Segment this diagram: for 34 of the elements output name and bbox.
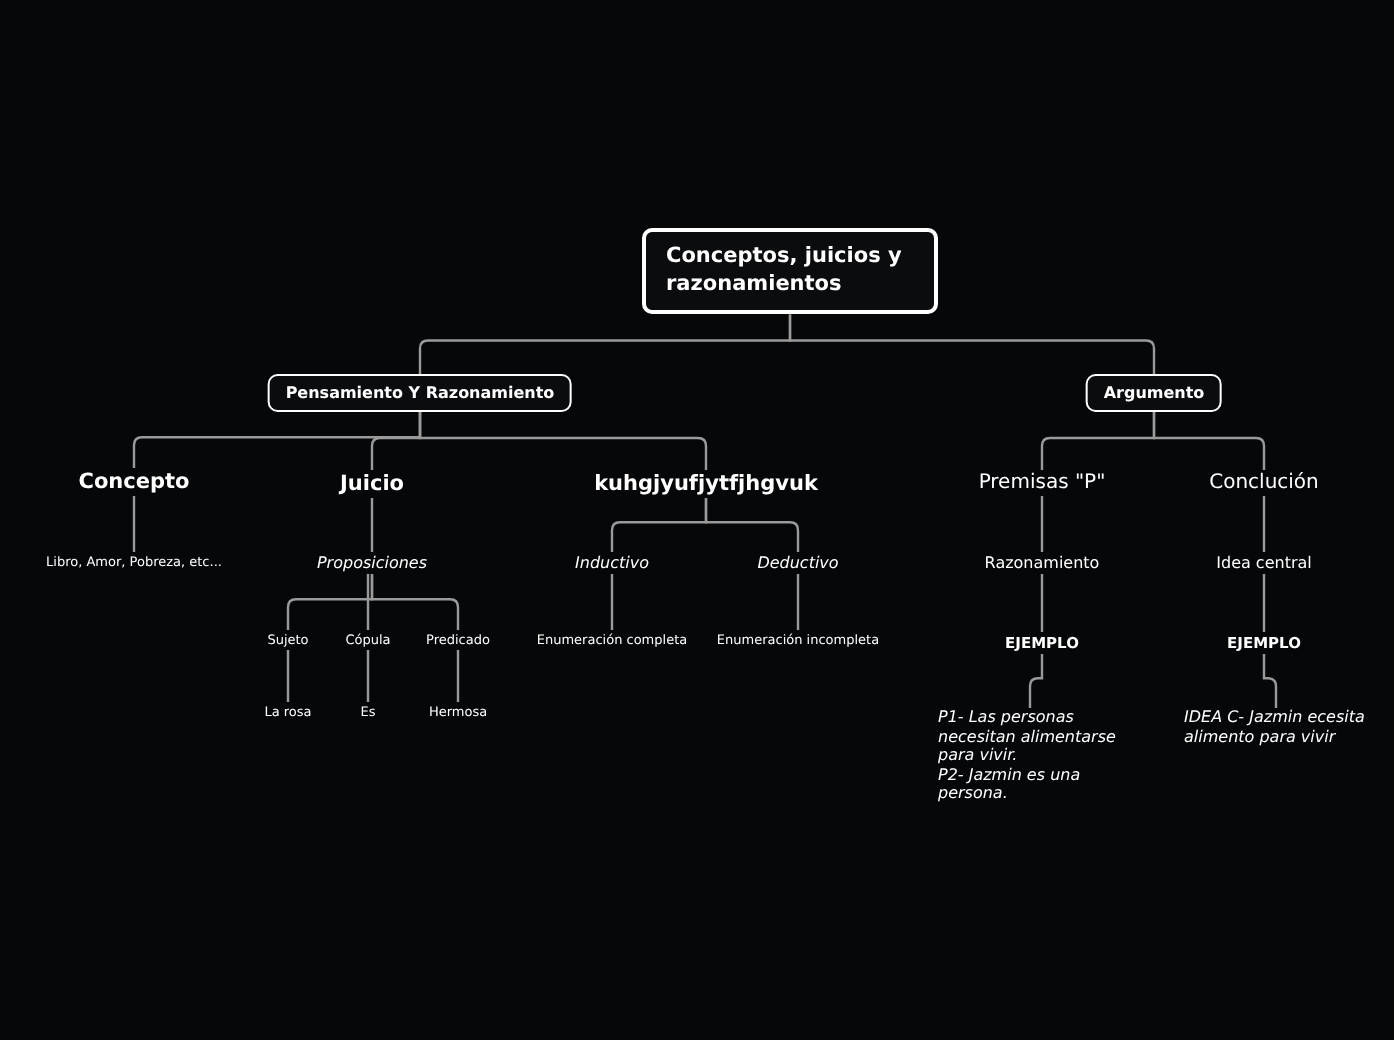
node-label: Idea central (1212, 552, 1316, 574)
node-label: Razonamiento (980, 552, 1104, 574)
node-label: Juicio (335, 470, 409, 498)
branch-box: Argumento (1085, 374, 1223, 412)
connector-line (796, 574, 800, 630)
connector-line (1262, 654, 1278, 708)
connector-line (1040, 574, 1044, 632)
connector-line (370, 574, 460, 630)
example-text: P1- Las personas necesitan alimentarse para vivir. P2- Jazmin es una persona. (938, 708, 1122, 804)
connector-line (704, 498, 800, 552)
connector-line (366, 650, 370, 702)
connector-line (370, 498, 374, 552)
connector-line (456, 650, 460, 702)
connector-line (286, 650, 290, 702)
node-label: Conclución (1205, 470, 1323, 496)
branch-box: Pensamiento Y Razonamiento (267, 374, 573, 412)
connector-line (1028, 654, 1044, 708)
topic-box: Conceptos, juicios y razonamientos (642, 228, 938, 315)
connector-line (418, 412, 708, 470)
connector-line (1262, 496, 1266, 552)
node-label: kuhgjyufjytfjhgvuk (590, 470, 822, 498)
connector-line (788, 314, 1156, 374)
connector-line (1152, 412, 1266, 470)
connector-line (1040, 496, 1044, 552)
connector-line (610, 574, 614, 630)
example-text: IDEA C- Jazmin ecesita alimento para vivir (1184, 708, 1368, 747)
connector-line (366, 574, 370, 630)
connector-line (132, 496, 136, 552)
node-label: Premisas "P" (974, 470, 1110, 496)
node-label: Inductivo (571, 552, 653, 574)
connector-line (1262, 574, 1266, 632)
node-label: Proposiciones (312, 552, 432, 574)
node-label: Deductivo (753, 552, 843, 574)
node-label: Concepto (74, 468, 194, 496)
